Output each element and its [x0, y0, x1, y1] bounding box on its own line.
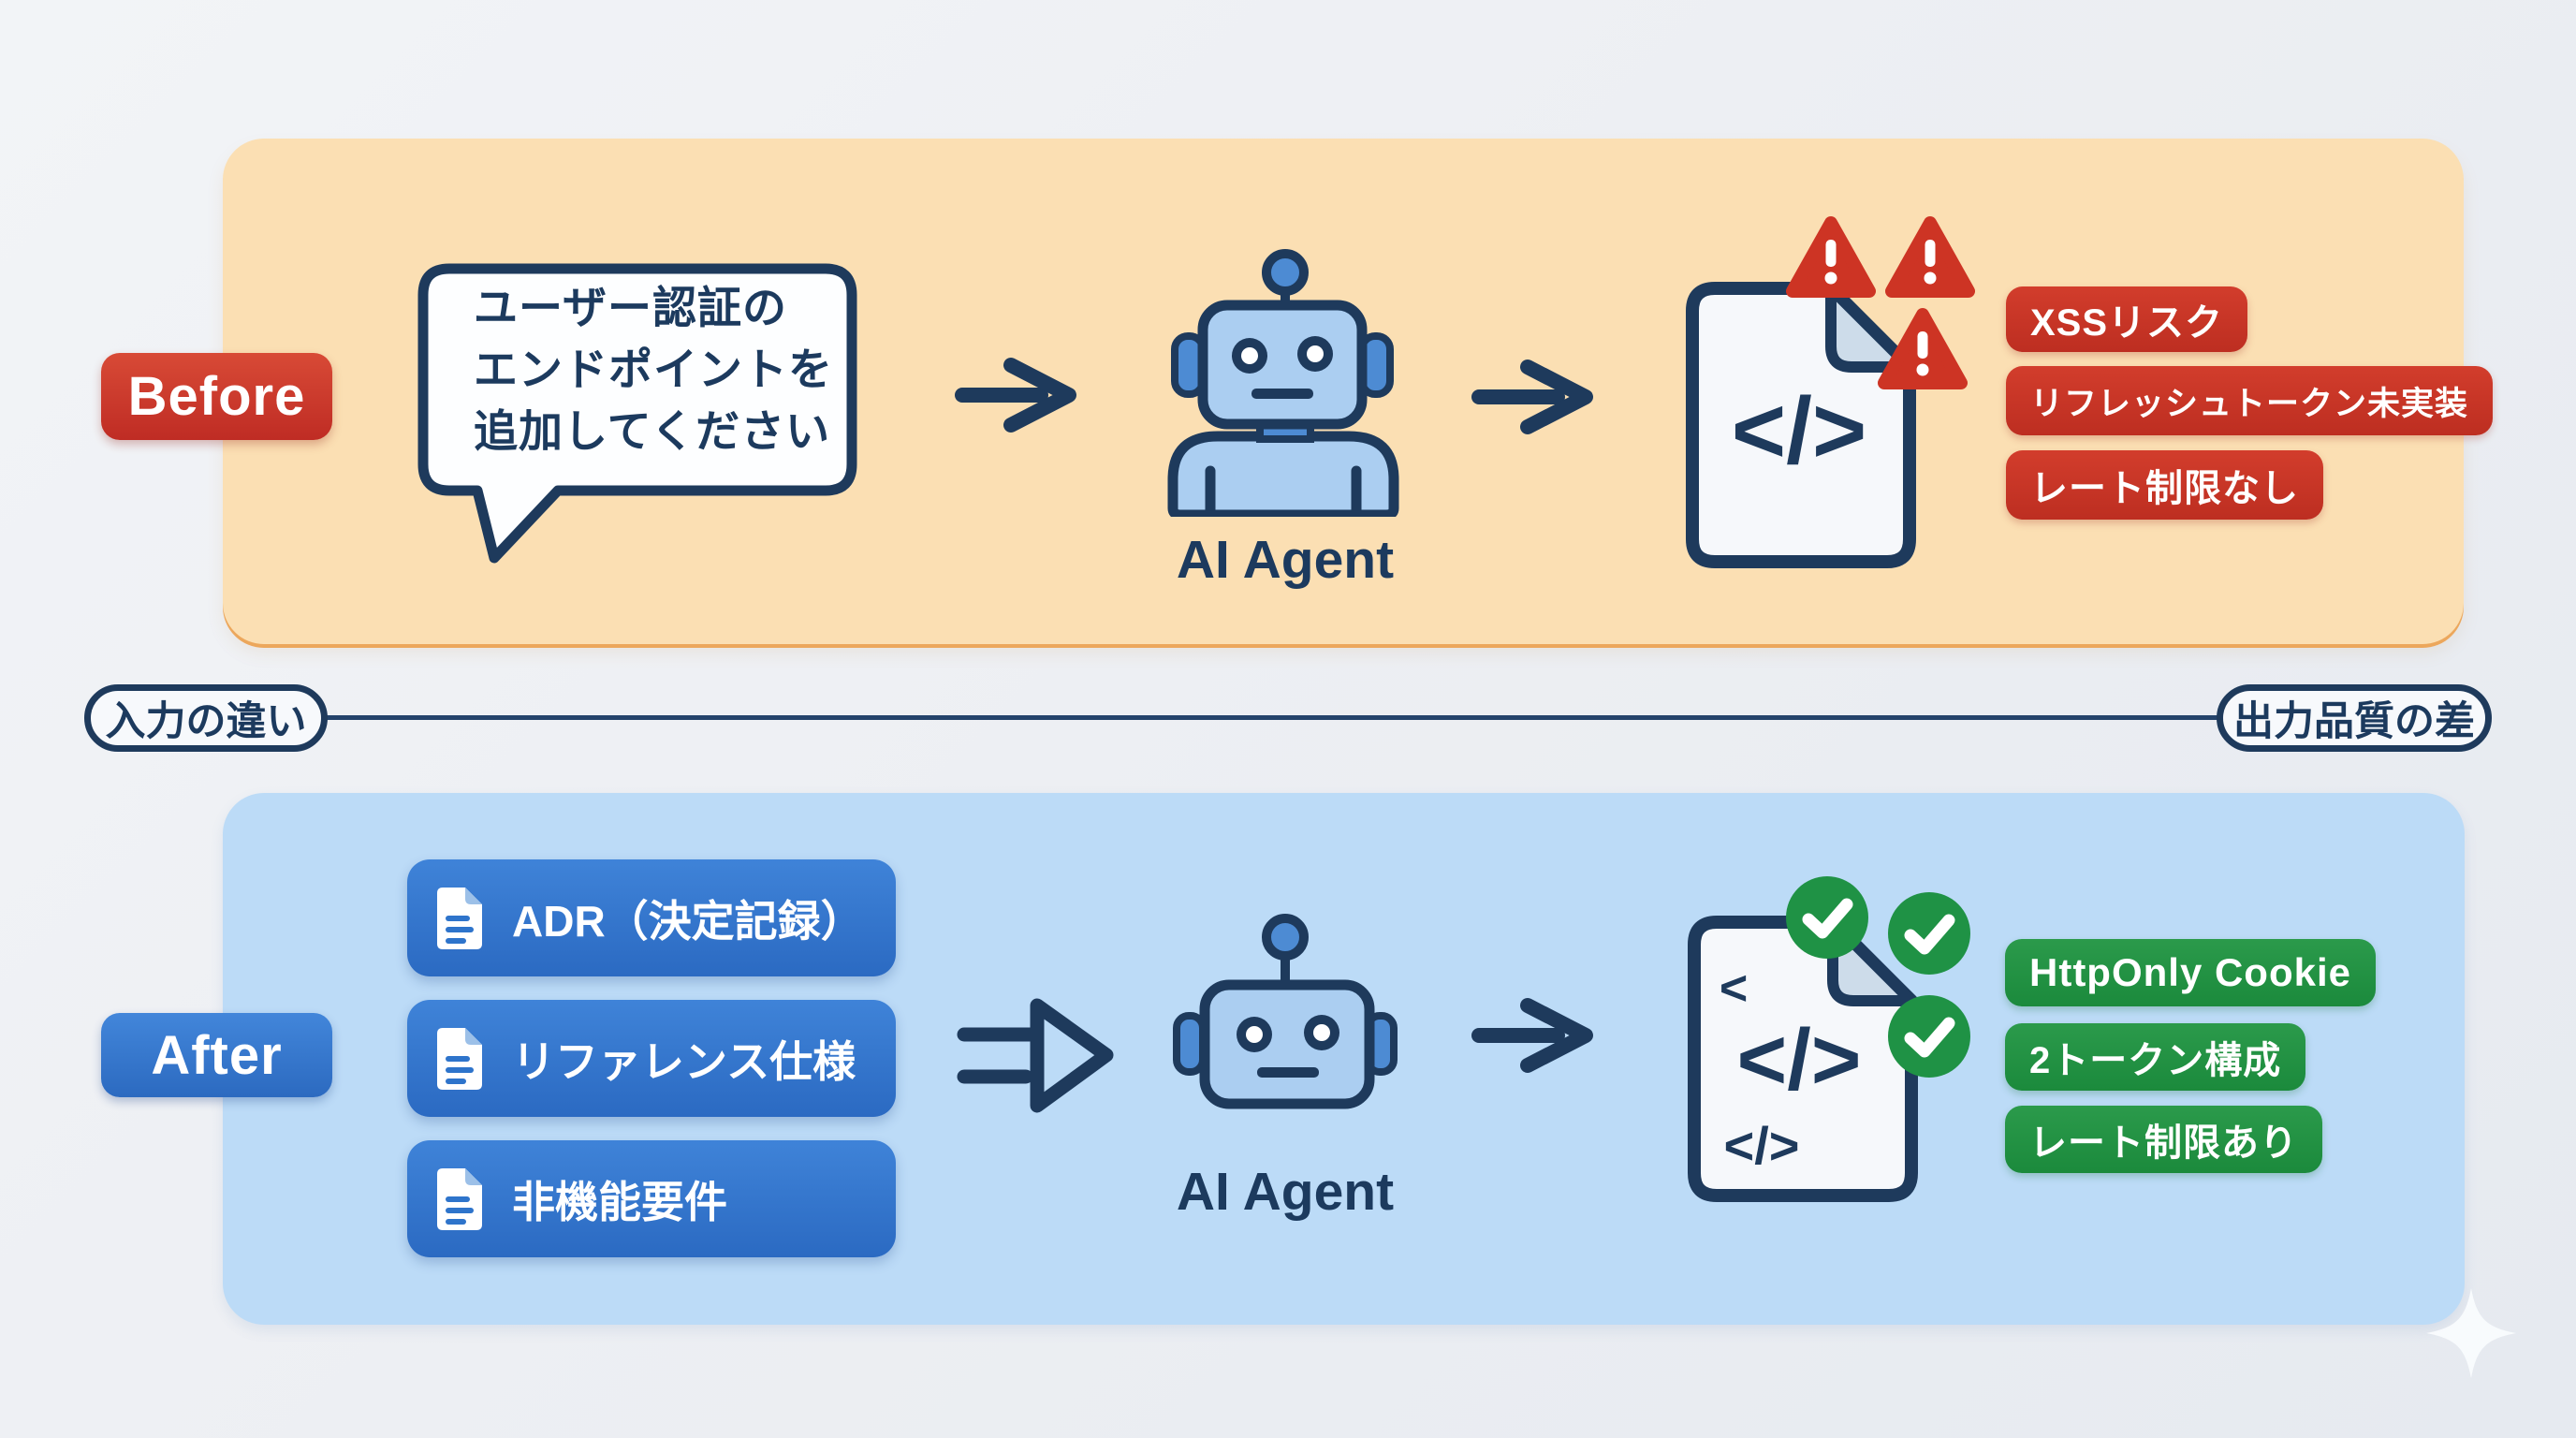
antenna-ball — [1262, 914, 1309, 961]
ai-agent-label: AI Agent — [1176, 530, 1395, 590]
before-badge: Before — [101, 353, 332, 440]
issue-tag: レート制限なし — [2006, 450, 2323, 520]
warning-icon — [1878, 308, 1968, 389]
folded-corner — [1825, 283, 1915, 373]
after-badge-label: After — [151, 1024, 283, 1086]
before-badge-label: Before — [127, 366, 306, 427]
prompt-line: エンドポイントを — [474, 345, 833, 394]
ai-agent-robot-icon — [1173, 914, 1398, 1109]
arrow-right-icon — [955, 358, 1076, 433]
check-icon — [1888, 995, 1970, 1078]
prompt-text: ユーザー認証の エンドポイントを 追加してください — [474, 286, 833, 453]
robot-pupil-left — [1246, 1026, 1263, 1043]
speech-bubble — [417, 263, 857, 564]
divider-line — [326, 715, 2218, 720]
after-badge: After — [101, 1013, 332, 1097]
code-glyph: </> — [1736, 1012, 1861, 1108]
exclamation-dot — [1916, 363, 1929, 376]
arrow-right-icon — [1471, 360, 1593, 434]
issue-tag: XSSリスク — [2006, 286, 2248, 352]
ai-agent-label: AI Agent — [1176, 1162, 1395, 1222]
divider-left-pill: 入力の違い — [84, 684, 328, 752]
robot-head — [1199, 979, 1375, 1109]
code-file-icon: < </> </> — [1688, 916, 1918, 1202]
robot-head — [1197, 300, 1368, 430]
document-icon — [437, 1167, 482, 1230]
doc-input-label: ADR（決定記録） — [512, 896, 864, 946]
code-glyph: </> — [1732, 378, 1867, 483]
divider-right-pill: 出力品質の差 — [2217, 684, 2492, 752]
speech-bubble-outline — [417, 263, 857, 564]
code-glyph: </> — [1724, 1116, 1800, 1175]
robot-pupil-left — [1241, 347, 1258, 364]
warning-icon — [1786, 216, 1876, 298]
benefit-tag: HttpOnly Cookie — [2005, 939, 2377, 1006]
exclamation-dot — [1924, 271, 1937, 285]
doc-input-label: リファレンス仕様 — [512, 1036, 856, 1086]
warning-icon — [1885, 216, 1975, 298]
exclamation-mark — [1925, 240, 1936, 267]
arrow-right-icon — [1471, 998, 1593, 1073]
code-glyph: < — [1720, 961, 1748, 1016]
doc-input-row: リファレンス仕様 — [407, 1000, 896, 1117]
robot-body — [1167, 431, 1399, 517]
robot-mouth — [1251, 389, 1313, 399]
document-icon — [437, 887, 482, 949]
code-file-icon: </> — [1686, 282, 1916, 568]
robot-pupil-right — [1307, 345, 1324, 362]
doc-input-row: 非機能要件 — [407, 1140, 896, 1257]
double-arrow-icon — [957, 998, 1114, 1113]
benefit-tag: 2トークン構成 — [2005, 1023, 2306, 1091]
robot-pupil-right — [1313, 1024, 1330, 1041]
doc-input-label: 非機能要件 — [512, 1177, 727, 1226]
check-icon — [1786, 876, 1868, 959]
benefit-tag: レート制限あり — [2005, 1106, 2322, 1173]
issue-tag: リフレッシュトークン未実装 — [2006, 366, 2494, 435]
robot-ear-left — [1173, 1012, 1207, 1076]
robot-mouth — [1257, 1067, 1319, 1078]
doc-input-row: ADR（決定記録） — [407, 859, 896, 976]
prompt-line: 追加してください — [474, 406, 831, 456]
prompt-line: ユーザー認証の — [474, 283, 788, 332]
check-icon — [1888, 892, 1970, 975]
document-icon — [437, 1027, 482, 1090]
exclamation-mark — [1917, 331, 1928, 359]
ai-agent-robot-icon — [1167, 249, 1399, 517]
sparkle-icon — [2426, 1288, 2516, 1378]
antenna-ball — [1262, 249, 1309, 296]
exclamation-mark — [1825, 240, 1837, 267]
exclamation-dot — [1824, 271, 1837, 285]
